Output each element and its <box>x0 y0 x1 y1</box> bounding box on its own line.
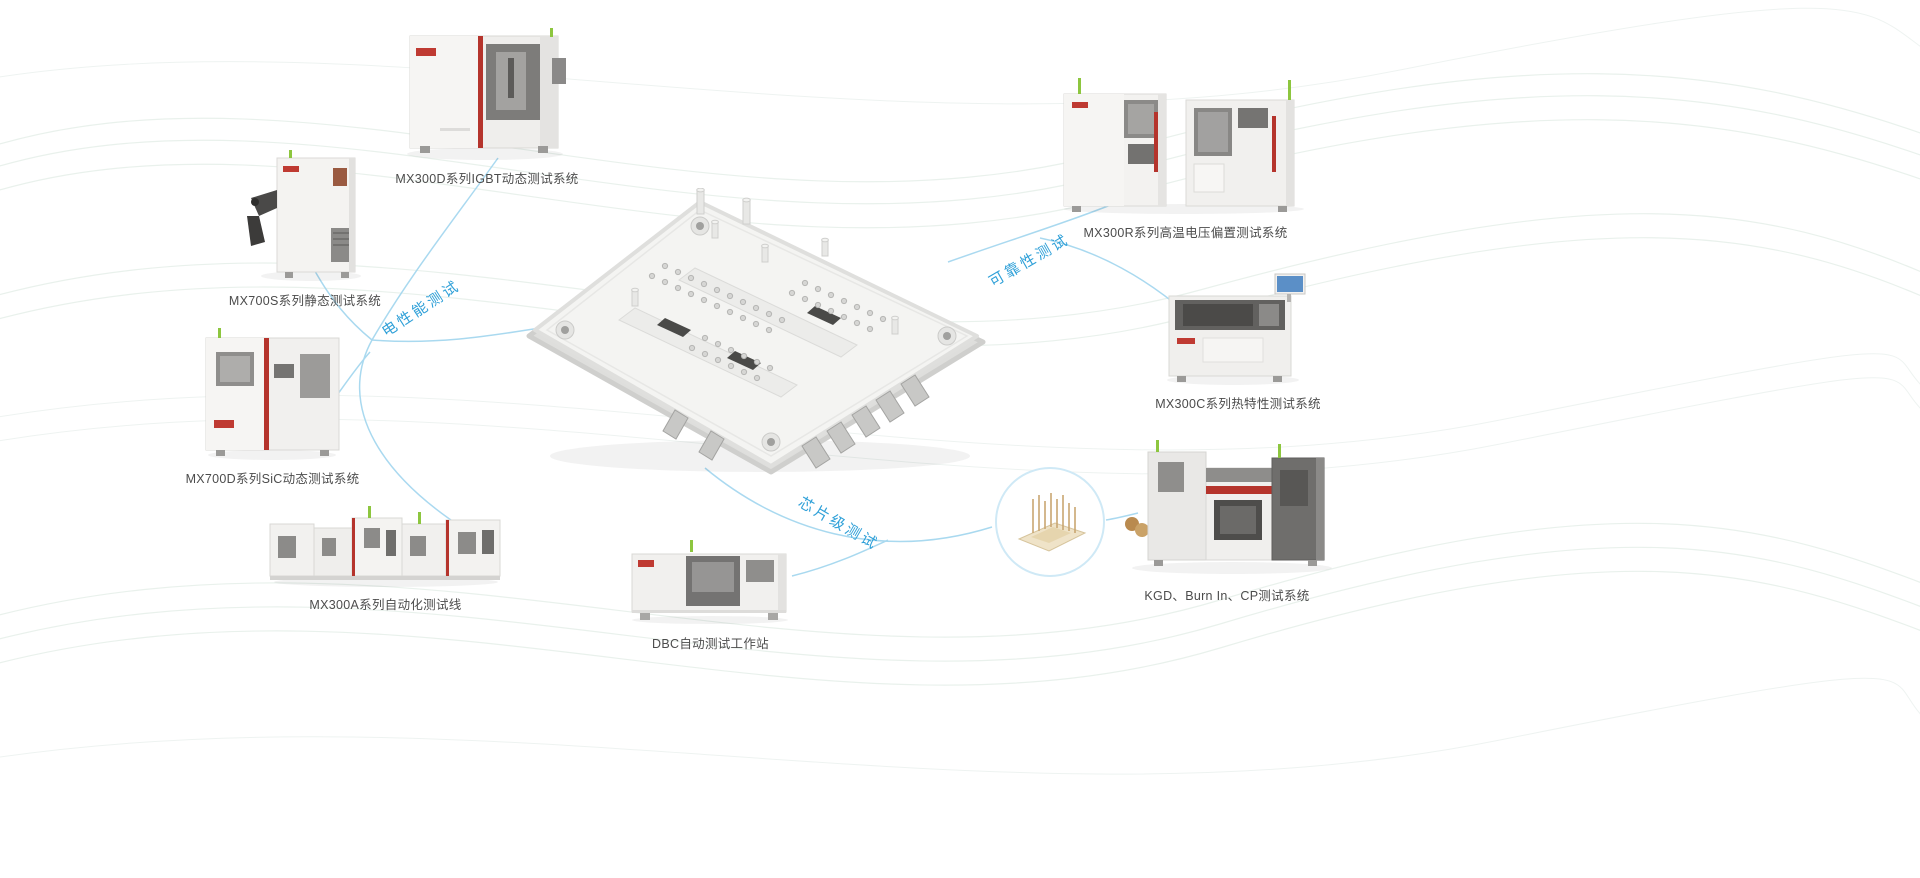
product-mx700s: MX700S系列静态测试系统 <box>229 150 381 309</box>
connector-label-electrical: 电性能测试 <box>378 277 464 341</box>
machine-image-kgd <box>1125 440 1332 574</box>
product-mx300r: MX300R系列高温电压偏置测试系统 <box>1058 72 1313 241</box>
product-dbc-workstation: DBC自动测试工作站 <box>628 536 793 652</box>
product-label-dbc: DBC自动测试工作站 <box>652 637 769 651</box>
product-mx700d: MX700D系列SiC动态测试系统 <box>186 328 359 487</box>
machine-image-mx700d <box>205 328 340 460</box>
product-mx300d: MX300D系列IGBT动态测试系统 <box>395 28 579 187</box>
dbc-substrate-circle <box>993 465 1108 585</box>
product-label-mx300c: MX300C系列热特性测试系统 <box>1155 397 1321 411</box>
connector-label-chip-level: 芯片级测试 <box>795 494 882 554</box>
product-kgd-burnin-cp: KGD、Burn In、CP测试系统 <box>1122 438 1332 604</box>
product-mx300c: MX300C系列热特性测试系统 <box>1155 266 1321 412</box>
product-label-mx300a: MX300A系列自动化测试线 <box>309 598 462 612</box>
igbt-module-render <box>526 188 986 475</box>
product-mx300a: MX300A系列自动化测试线 <box>268 494 503 613</box>
product-label-mx300r: MX300R系列高温电压偏置测试系统 <box>1083 226 1288 240</box>
dbc-substrate-image <box>995 467 1105 577</box>
product-label-kgd: KGD、Burn In、CP测试系统 <box>1144 589 1310 603</box>
product-label-mx700s: MX700S系列静态测试系统 <box>228 294 382 308</box>
product-label-mx700d: MX700D系列SiC动态测试系统 <box>185 472 360 486</box>
machine-image-mx300a <box>269 506 501 587</box>
machine-image-mx300r <box>1063 78 1304 214</box>
machine-image-dbc <box>631 540 788 624</box>
connector-label-reliability: 可靠性测试 <box>986 230 1073 291</box>
machine-image-mx300c <box>1167 273 1306 385</box>
machine-image-mx300d <box>406 28 566 160</box>
machine-image-mx700s <box>247 150 361 281</box>
product-label-mx300d: MX300D系列IGBT动态测试系统 <box>395 172 579 186</box>
